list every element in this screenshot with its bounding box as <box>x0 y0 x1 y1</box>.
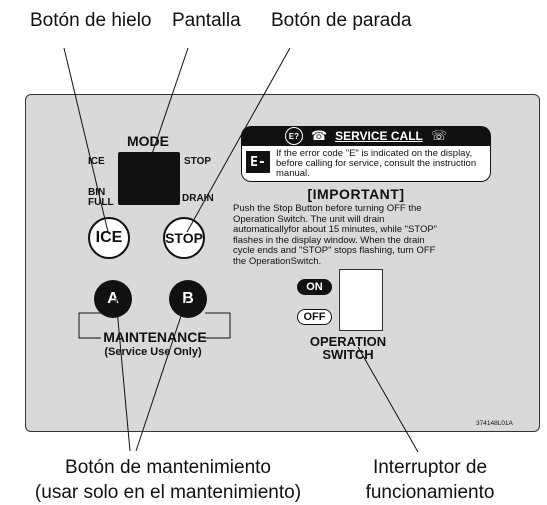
stop-button[interactable]: STOP <box>163 217 205 259</box>
operation-switch[interactable] <box>339 269 383 331</box>
service-call-text: If the error code "E" is indicated on th… <box>276 148 477 179</box>
switch-on-label: ON <box>297 279 332 295</box>
important-title: [IMPORTANT] <box>307 186 405 202</box>
ice-button[interactable]: ICE <box>88 217 130 259</box>
phone-icon: ☏ <box>430 128 448 143</box>
leader-line-ice <box>63 47 109 233</box>
leader-line-stop <box>186 47 291 233</box>
callout-display-label: Pantalla <box>172 10 241 31</box>
operation-switch-label-line1: OPERATION <box>309 334 387 349</box>
service-call-body: E- If the error code "E" is indicated on… <box>241 146 491 182</box>
important-text: Push the Stop Button before turning OFF … <box>233 203 438 267</box>
maintenance-a-button[interactable]: A <box>94 280 132 318</box>
callout-stop-button-label: Botón de parada <box>271 10 412 31</box>
service-call-code-icon: E? <box>284 127 303 145</box>
leader-line-display <box>149 47 189 161</box>
callout-switch-line1: Interruptor de <box>372 457 488 478</box>
mode-ice-indicator: ICE <box>88 156 105 167</box>
callout-maintenance-label: Botón de mantenimiento (usar solo en el … <box>28 455 308 505</box>
callout-maintenance-line2: (usar solo en el mantenimiento) <box>34 482 302 503</box>
display-window <box>118 152 180 205</box>
mode-bin-indicator: BIN <box>88 187 106 198</box>
callout-switch-label: Interruptor de funcionamiento <box>360 455 500 505</box>
service-call-banner: E? ☎ SERVICE CALL ☏ <box>241 126 491 146</box>
maintenance-label: MAINTENANCE <box>101 329 209 345</box>
switch-off-label: OFF <box>297 309 332 325</box>
leader-line-maintenance-b <box>135 297 188 452</box>
mode-title: MODE <box>127 133 169 149</box>
mode-stop-indicator: STOP <box>184 156 212 167</box>
maintenance-b-button[interactable]: B <box>169 280 207 318</box>
callout-switch-line2: funcionamiento <box>365 482 495 503</box>
error-code-box: E- <box>246 151 270 173</box>
maintenance-bracket-right <box>203 312 231 339</box>
callout-ice-button-label: Botón de hielo <box>30 10 152 31</box>
maintenance-sublabel: (Service Use Only) <box>104 346 202 358</box>
leader-line-switch <box>357 346 419 453</box>
callout-maintenance-line1: Botón de mantenimiento <box>65 457 271 478</box>
mode-drain-indicator: DRAIN <box>182 193 214 204</box>
leader-line-maintenance-a <box>115 297 131 452</box>
service-call-title: SERVICE CALL <box>335 129 423 143</box>
phone-icon: ☎ <box>310 128 328 143</box>
part-number: 374148L01A <box>476 420 513 427</box>
maintenance-bracket-left <box>78 312 102 339</box>
